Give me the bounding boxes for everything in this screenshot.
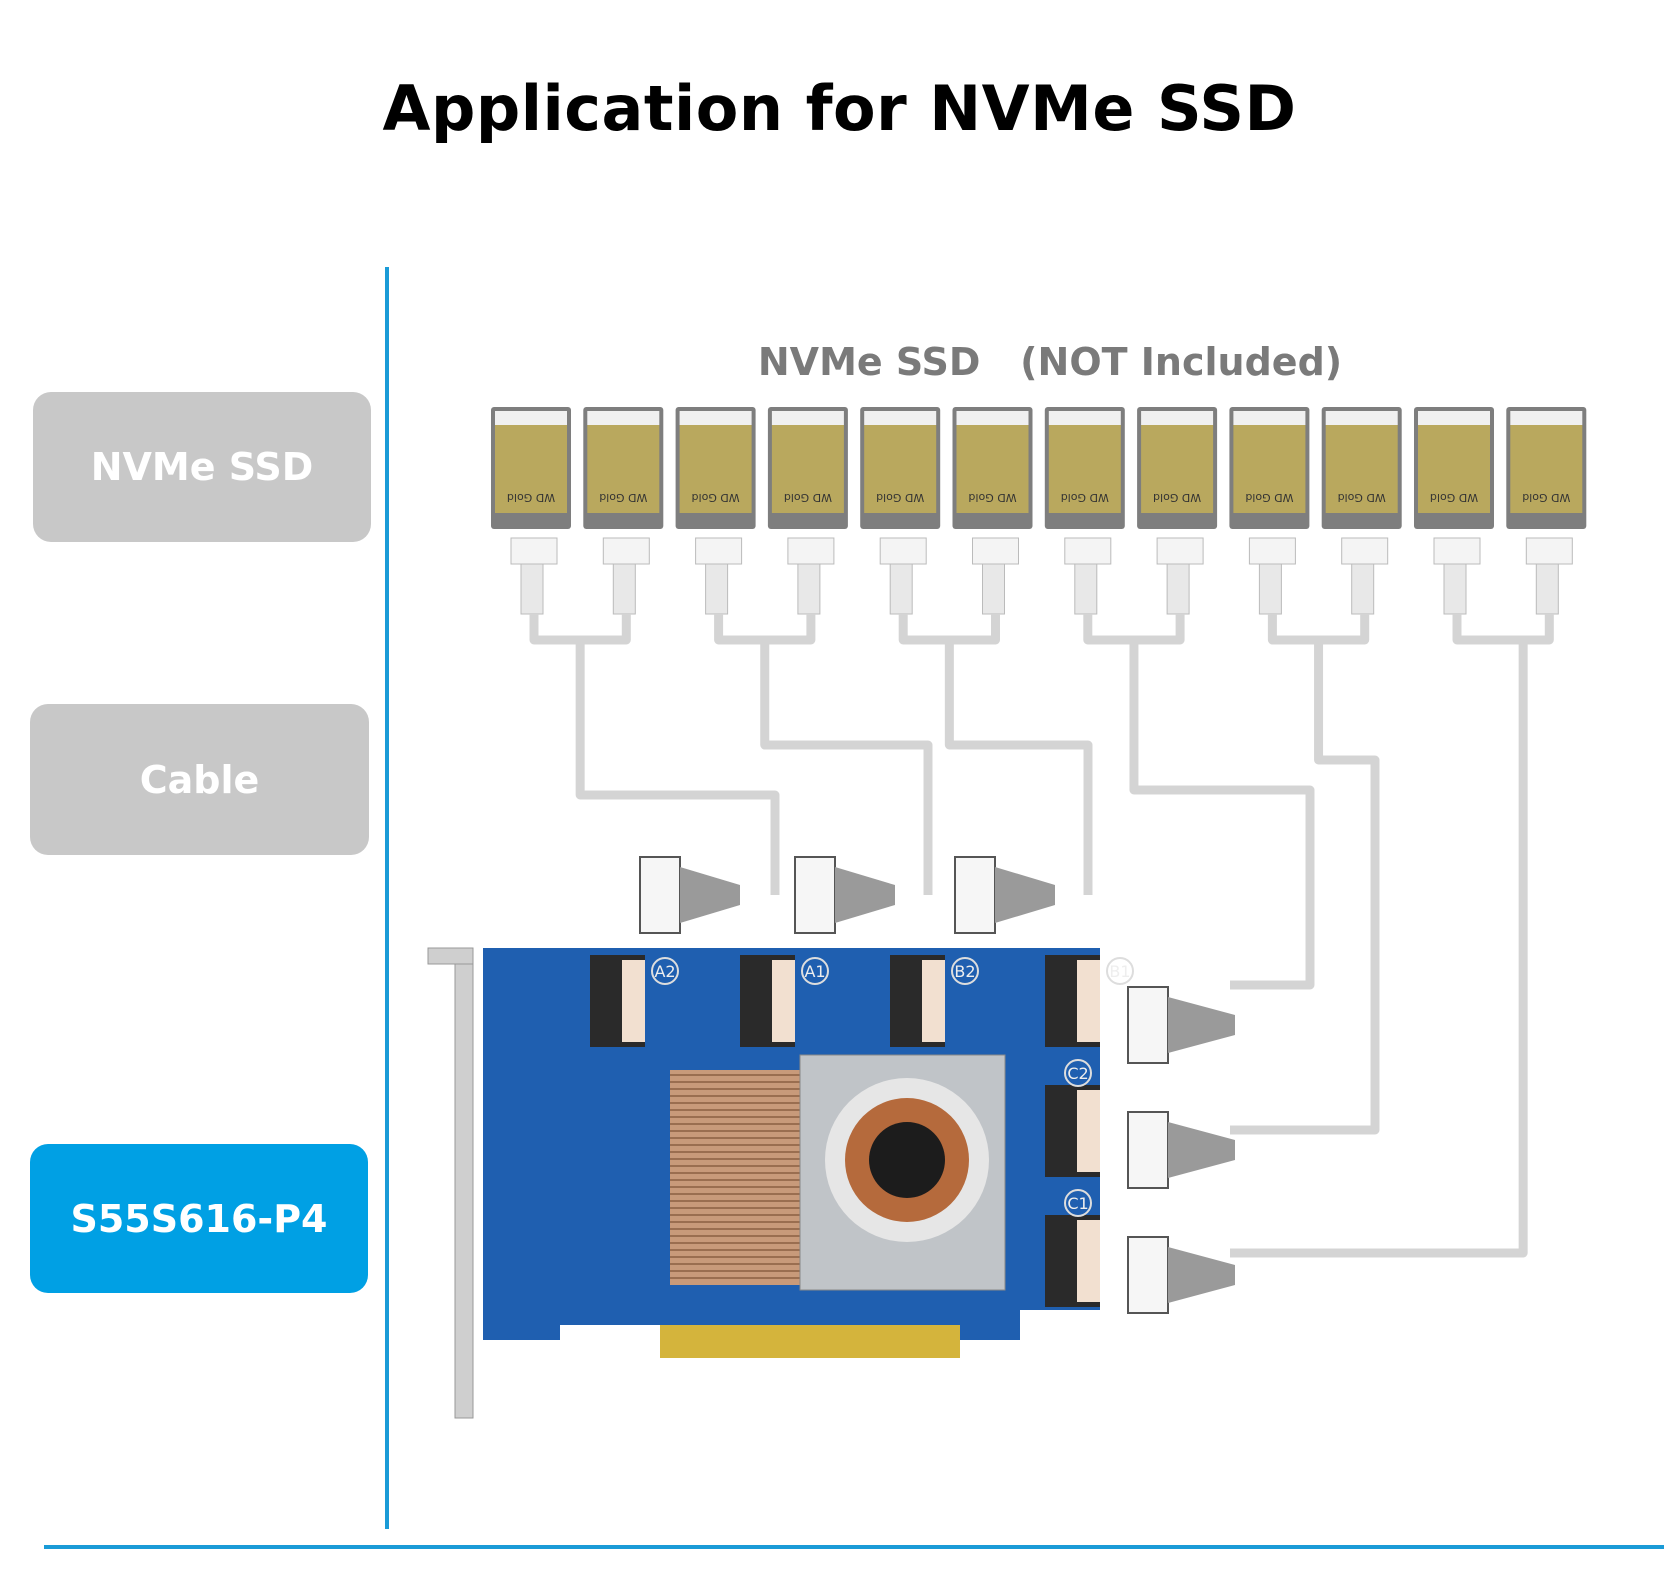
slimsas-plug bbox=[954, 856, 1055, 934]
cable bbox=[575, 640, 780, 895]
cable-split bbox=[714, 614, 816, 645]
slimsas-port: C1 bbox=[1045, 1189, 1100, 1307]
ssd-label-lettering: WD Gold bbox=[968, 491, 1016, 504]
page-title: Application for NVMe SSD bbox=[382, 72, 1297, 145]
slimsas-plug bbox=[1127, 1111, 1235, 1189]
ssd-label-lettering: WD Gold bbox=[599, 491, 647, 504]
ssd-label-lettering: WD Gold bbox=[507, 491, 555, 504]
ssd-label-lettering: WD Gold bbox=[876, 491, 924, 504]
ssd-label-lettering: WD Gold bbox=[1338, 491, 1386, 504]
bracket-tab bbox=[427, 947, 474, 965]
port-label: A1 bbox=[804, 962, 825, 981]
port-label: B1 bbox=[1109, 962, 1130, 981]
ssd-drive: WD Gold bbox=[675, 407, 756, 615]
sidebar-item-nvme-ssd: NVMe SSD bbox=[33, 392, 371, 542]
ssd-label-lettering: WD Gold bbox=[692, 491, 740, 504]
sidebar-item-product: S55S616-P4 bbox=[30, 1144, 368, 1293]
port-label: C1 bbox=[1067, 1194, 1088, 1213]
pcie-gold-fingers bbox=[660, 1325, 960, 1358]
ssd-drive: WD Gold bbox=[1506, 407, 1587, 615]
slimsas-port: C2 bbox=[1045, 1059, 1100, 1177]
ssd-drive: WD Gold bbox=[1414, 407, 1494, 615]
slimsas-port: A2 bbox=[590, 955, 679, 1047]
ssd-drive: WD Gold bbox=[952, 407, 1033, 615]
sidebar-item-label: S55S616-P4 bbox=[70, 1196, 328, 1241]
cable-split bbox=[1267, 614, 1370, 645]
ssd-label-lettering: WD Gold bbox=[784, 491, 832, 504]
ssd-caption-label: NVMe SSD bbox=[757, 340, 981, 384]
ssd-group: WD Gold WD Gold WD Gold WD Gold WD Gold WD Go… bbox=[491, 407, 1587, 615]
sidebar-item-label: NVMe SSD bbox=[90, 445, 314, 489]
port-label: B2 bbox=[954, 962, 975, 981]
ssd-drive: WD Gold bbox=[491, 407, 571, 615]
fan-hub bbox=[869, 1122, 945, 1198]
slimsas-port: A1 bbox=[740, 955, 829, 1047]
port-label: A2 bbox=[654, 962, 675, 981]
port-label: C2 bbox=[1067, 1064, 1088, 1083]
ssd-label-lettering: WD Gold bbox=[1245, 491, 1293, 504]
ssd-drive: WD Gold bbox=[1044, 407, 1125, 615]
cable bbox=[760, 640, 933, 895]
cable-split bbox=[1083, 614, 1185, 645]
pcie-bracket bbox=[454, 947, 474, 1419]
ssd-drive: WD Gold bbox=[583, 407, 664, 615]
cable bbox=[1129, 640, 1315, 990]
ssd-drive: WD Gold bbox=[860, 407, 941, 615]
slimsas-port: B1 bbox=[1045, 955, 1134, 1047]
ssd-label-lettering: WD Gold bbox=[1430, 491, 1478, 504]
horizontal-divider bbox=[44, 1545, 1664, 1549]
cable-split bbox=[898, 614, 1000, 645]
cable-split bbox=[1452, 614, 1554, 645]
slimsas-plug bbox=[794, 856, 895, 934]
cable bbox=[1230, 640, 1380, 1135]
cable bbox=[944, 640, 1093, 895]
ssd-caption-note: (NOT Included) bbox=[1020, 340, 1343, 384]
ssd-label-lettering: WD Gold bbox=[1153, 491, 1201, 504]
cable bbox=[1230, 640, 1528, 1258]
vertical-divider bbox=[385, 267, 389, 1529]
ssd-drive: WD Gold bbox=[1229, 407, 1310, 615]
ssd-drive: WD Gold bbox=[1321, 407, 1402, 615]
ssd-drive: WD Gold bbox=[1137, 407, 1218, 615]
ssd-label-lettering: WD Gold bbox=[1522, 491, 1570, 504]
ssd-drive: WD Gold bbox=[767, 407, 848, 615]
slimsas-plug bbox=[639, 856, 740, 934]
sidebar-item-cable: Cable bbox=[30, 704, 369, 855]
ssd-caption: NVMe SSD (NOT Included) bbox=[700, 340, 1400, 384]
slimsas-port: B2 bbox=[890, 955, 979, 1047]
ssd-label-lettering: WD Gold bbox=[1061, 491, 1109, 504]
slimsas-plug bbox=[1127, 986, 1235, 1064]
cable-split bbox=[529, 614, 631, 645]
slimsas-plug bbox=[1127, 1236, 1235, 1314]
sidebar-item-label: Cable bbox=[139, 757, 260, 802]
cable-group bbox=[529, 614, 1554, 1258]
